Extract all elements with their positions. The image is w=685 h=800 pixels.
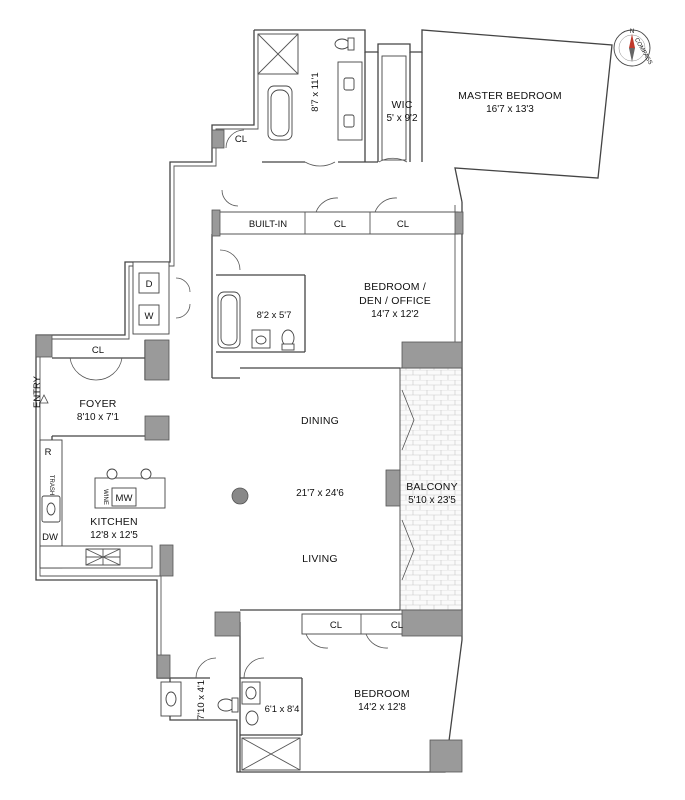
foyer-dim: 8'10 x 7'1 [77, 412, 120, 423]
bath3-dim: 6'1 x 8'4 [265, 704, 300, 715]
built-in-label: BUILT-IN [249, 219, 287, 230]
powder-room-dim: 7'10 x 4'1 [196, 680, 207, 720]
balcony-label: BALCONY [406, 481, 458, 493]
master-bath-dim: 8'7 x 11'1 [310, 72, 321, 111]
dishwasher-label: DW [42, 532, 58, 543]
structural-columns [35, 129, 464, 773]
bedroom-den-label-line1: BEDROOM / [364, 281, 426, 293]
foyer-label: FOYER [79, 398, 116, 410]
trash-label: TRASH [48, 475, 54, 495]
microwave-label: MW [116, 493, 133, 504]
great-room-dim: 21'7 x 24'6 [296, 488, 344, 499]
dining-label: DINING [301, 415, 339, 427]
washer-box [138, 304, 160, 326]
kitchen-dim: 12'8 x 12'5 [90, 530, 138, 541]
wic-label: WIC [391, 99, 412, 111]
master-bedroom-label: MASTER BEDROOM [458, 90, 562, 102]
wine-label: WINE [102, 489, 108, 505]
closet-label-hall-1: CL [334, 219, 346, 230]
wic-dim: 5' x 9'2 [386, 113, 417, 124]
bedroom-den-dim: 14'7 x 12'2 [371, 309, 419, 320]
master-bedroom-dim: 16'7 x 13'3 [486, 104, 534, 115]
dryer-box [138, 272, 160, 294]
fridge-label: R [45, 447, 52, 458]
closet-label-hall-2: CL [397, 219, 409, 230]
dryer-label: D [146, 279, 153, 290]
compass-icon: N COMPASS [613, 29, 653, 67]
closet-label-bedroom-1: CL [330, 620, 342, 631]
exterior-walls [35, 29, 613, 773]
closet-label-bedroom-2: CL [391, 620, 403, 631]
microwave-box [111, 487, 137, 507]
bedroom-dim: 14'2 x 12'8 [358, 702, 406, 713]
kitchen-label: KITCHEN [90, 516, 138, 528]
closet-label-master-hall: CL [235, 134, 247, 145]
entry-label: ENTRY [32, 375, 43, 408]
door-swings [39, 129, 415, 679]
balcony-dim: 5'10 x 23'5 [408, 495, 456, 506]
living-label: LIVING [302, 553, 338, 565]
compass-north-label: N [630, 29, 634, 35]
closet-label-foyer: CL [92, 345, 104, 356]
bedroom-label: BEDROOM [354, 688, 410, 700]
interior-walls [39, 52, 459, 772]
bedroom-den-label-line2: DEN / OFFICE [359, 295, 431, 307]
washer-label: W [145, 311, 154, 322]
bath2-dim: 8'2 x 5'7 [257, 310, 292, 321]
balcony-area [399, 367, 463, 611]
fixtures [41, 33, 407, 726]
